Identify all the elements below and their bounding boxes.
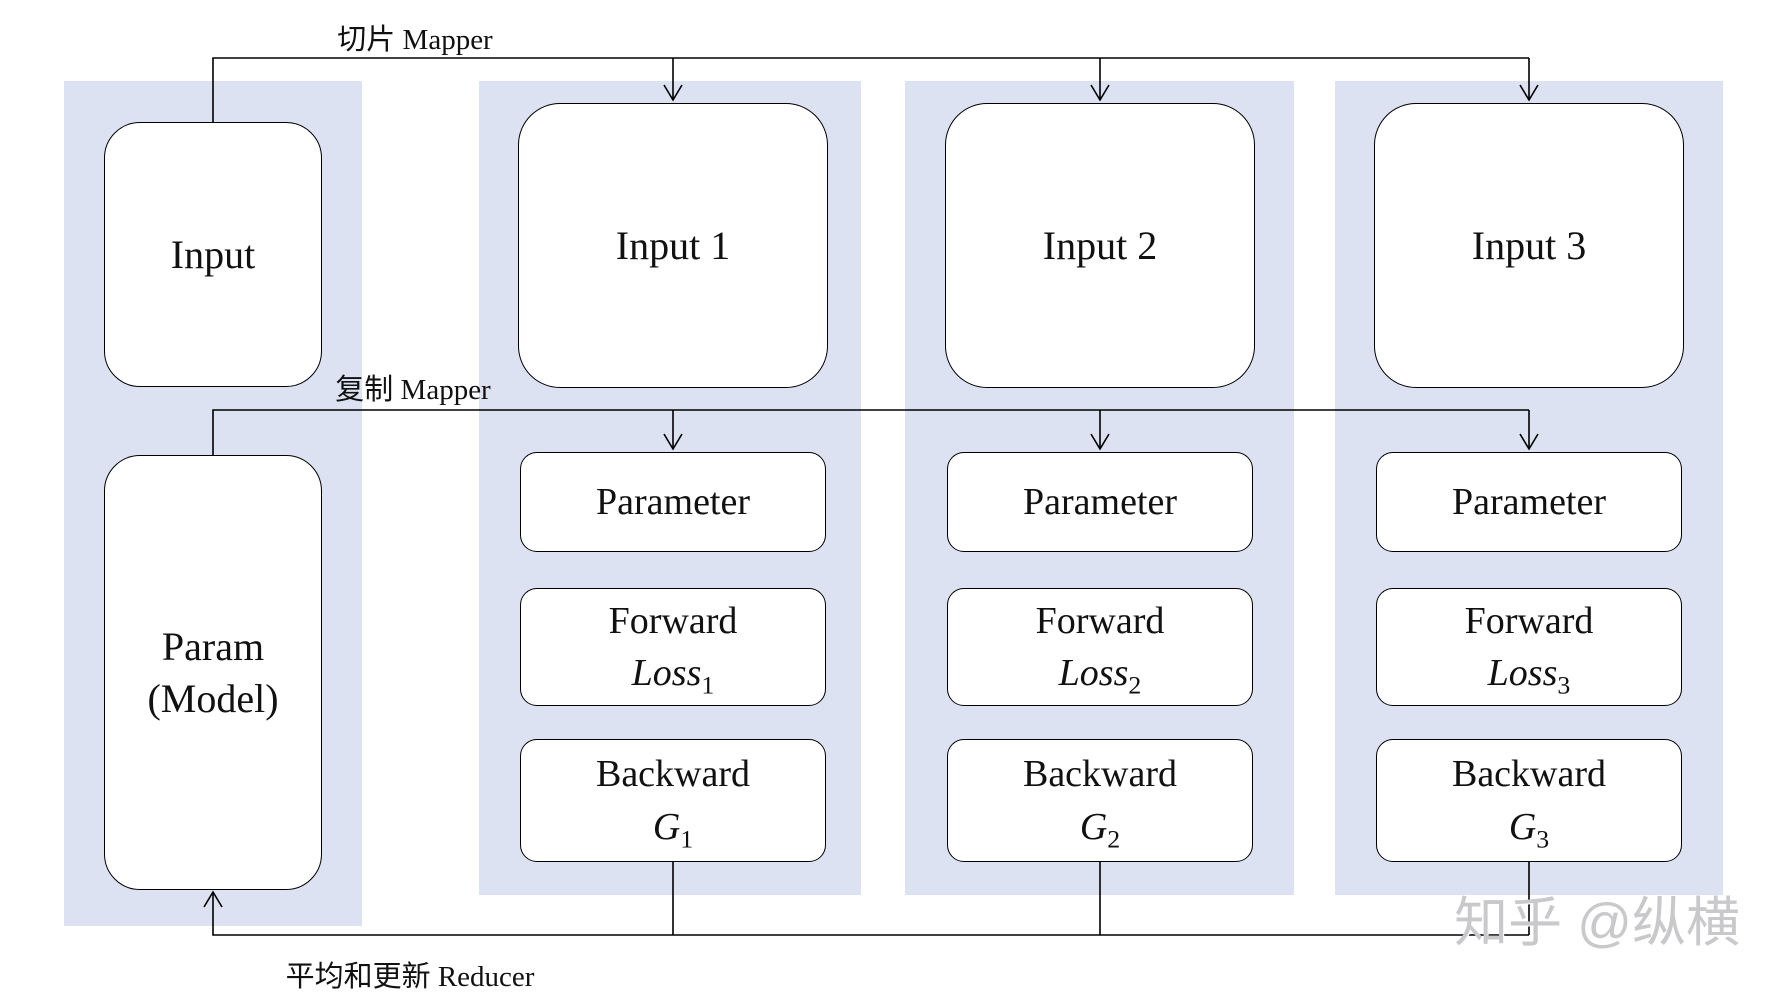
forward-box-3-word: Forward: [1464, 599, 1594, 642]
backward-box-1-var: G1: [652, 805, 694, 854]
replicate-drop-lines: [672, 410, 1530, 448]
backward-box-3: Backward G3: [1376, 739, 1682, 862]
backward-box-3-word: Backward: [1451, 753, 1607, 796]
scatter-connector-path: [212, 57, 1529, 123]
replicate-arrow-1: [663, 433, 683, 451]
parameter-box-1: Parameter: [520, 452, 826, 552]
replicate-arrow-3: [1519, 433, 1539, 451]
reduce-reducer-label: 平均和更新 Reducer: [285, 961, 535, 993]
backward-box-1: Backward G1: [520, 739, 826, 862]
param-model-box: Param (Model): [104, 455, 322, 890]
reduce-up-arrow: [203, 890, 223, 908]
input-box-3-label: Input 3: [1471, 222, 1587, 268]
backward-box-2: Backward G2: [947, 739, 1253, 862]
input-box-main-label: Input: [170, 231, 256, 277]
scatter-arrow-2: [1090, 84, 1110, 102]
param-model-label-line1: Param: [161, 623, 265, 669]
parameter-box-1-label: Parameter: [595, 480, 751, 523]
parameter-box-2: Parameter: [947, 452, 1253, 552]
scatter-drop-lines: [672, 58, 1530, 99]
input-box-1: Input 1: [518, 103, 828, 388]
input-box-main: Input: [104, 122, 322, 387]
zhihu-watermark: 知乎 @纵横: [1454, 893, 1740, 953]
forward-box-1-var: Loss1: [631, 652, 715, 700]
param-model-label-line2: (Model): [147, 675, 279, 721]
forward-box-2-var: Loss2: [1058, 652, 1142, 700]
input-box-3: Input 3: [1374, 103, 1684, 388]
scatter-mapper-label: 切片 Mapper: [337, 24, 493, 56]
input-box-2-label: Input 2: [1042, 222, 1158, 268]
forward-box-3: Forward Loss3: [1376, 588, 1682, 706]
forward-box-2: Forward Loss2: [947, 588, 1253, 706]
forward-box-1: Forward Loss1: [520, 588, 826, 706]
replicate-arrow-2: [1090, 433, 1110, 451]
input-box-2: Input 2: [945, 103, 1255, 388]
input-box-1-label: Input 1: [615, 222, 731, 268]
backward-box-1-word: Backward: [595, 753, 751, 796]
parameter-box-3: Parameter: [1376, 452, 1682, 552]
reduce-connector-path: [212, 893, 1529, 936]
scatter-arrow-1: [663, 84, 683, 102]
backward-box-2-word: Backward: [1022, 753, 1178, 796]
backward-box-3-var: G3: [1508, 805, 1550, 854]
parameter-box-3-label: Parameter: [1451, 480, 1607, 523]
replicate-mapper-label: 复制 Mapper: [335, 374, 491, 406]
forward-box-2-word: Forward: [1035, 599, 1165, 642]
forward-box-3-var: Loss3: [1487, 652, 1571, 700]
backward-box-2-var: G2: [1079, 805, 1121, 854]
parameter-box-2-label: Parameter: [1022, 480, 1178, 523]
scatter-arrow-3: [1519, 84, 1539, 102]
forward-box-1-word: Forward: [608, 599, 738, 642]
replicate-connector-path: [212, 409, 1529, 455]
reduce-drop-lines: [672, 862, 1530, 935]
